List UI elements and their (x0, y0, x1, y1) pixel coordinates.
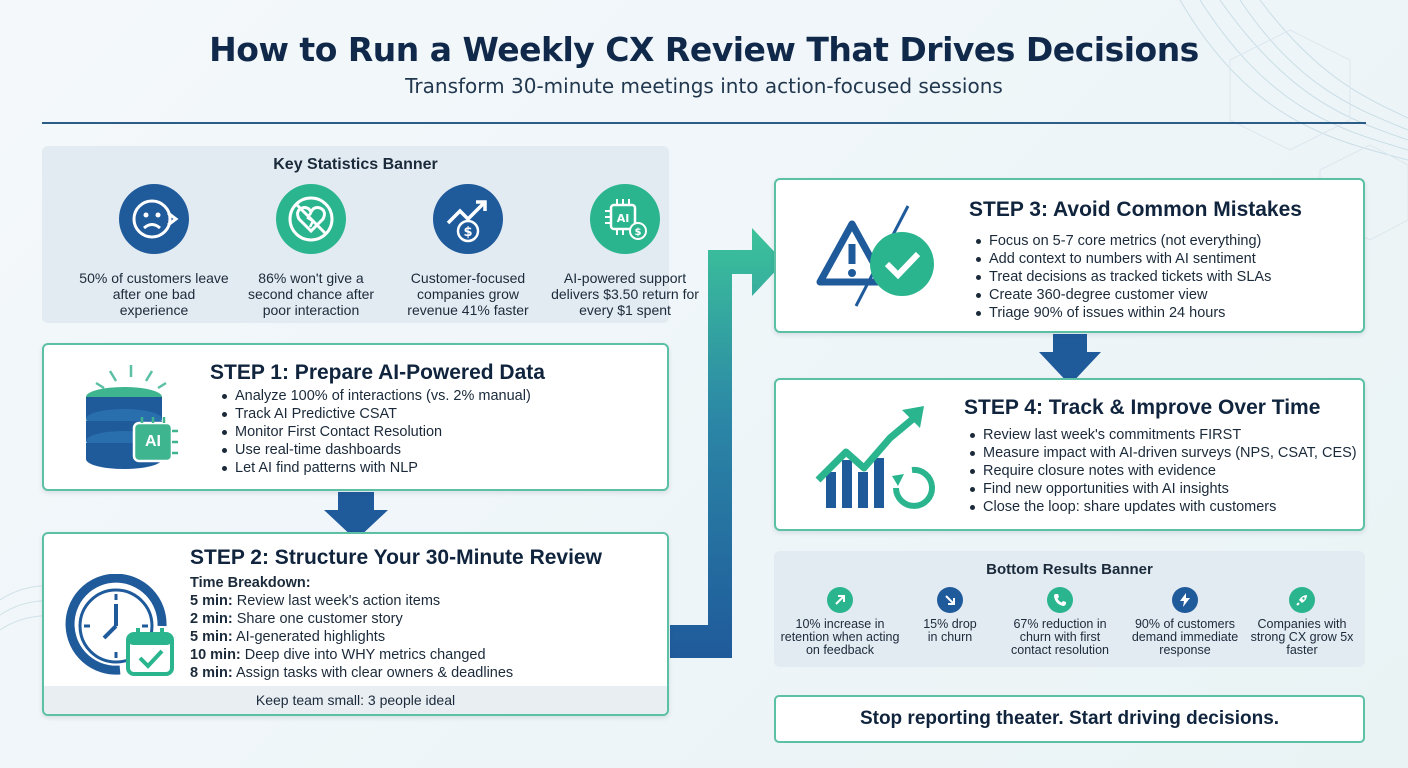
stat-item: 86% won't give a second chance after poo… (236, 184, 386, 318)
time-text: AI-generated highlights (235, 629, 386, 645)
stat-label: AI-powered support delivers $3.50 return… (551, 270, 699, 318)
step1-card: AI STEP 1: Prepare AI-Powered Data Analy… (42, 343, 669, 491)
time-text: Share one customer story (236, 611, 403, 627)
growth-dollar-icon: $ (433, 184, 503, 254)
title-divider (42, 122, 1366, 124)
page-title: How to Run a Weekly CX Review That Drive… (209, 30, 1199, 69)
list-item: Analyze 100% of interactions (vs. 2% man… (220, 387, 531, 405)
warning-check-icon (812, 202, 942, 317)
list-item: 2 min: Share one customer story (190, 610, 513, 628)
list-item: Add context to numbers with AI sentiment (974, 250, 1271, 268)
step3-title: STEP 3: Avoid Common Mistakes (969, 198, 1302, 221)
list-item: Treat decisions as tracked tickets with … (974, 268, 1271, 286)
result-item: 67% reduction in churn with first contac… (1000, 587, 1120, 657)
results-banner-title: Bottom Results Banner (986, 561, 1153, 578)
sad-face-icon (119, 184, 189, 254)
key-statistics-banner: Key Statistics Banner 50% of customers l… (42, 146, 699, 323)
stat-label: Customer-focused companies grow revenue … (407, 270, 529, 318)
time-text: Review last week's action items (236, 593, 441, 609)
result-label: 10% increase in retention when acting on… (780, 617, 900, 657)
growth-chart-icon (812, 400, 942, 517)
list-item: 10 min: Deep dive into WHY metrics chang… (190, 646, 513, 664)
step1-title: STEP 1: Prepare AI-Powered Data (210, 361, 545, 384)
list-item: Review last week's commitments FIRST (968, 426, 1357, 444)
ai-database-icon: AI (76, 359, 186, 479)
result-item: Companies with strong CX grow 5x faster (1244, 587, 1360, 657)
closing-statement: Stop reporting theater. Start driving de… (774, 695, 1365, 743)
list-item: Find new opportunities with AI insights (968, 480, 1357, 498)
svg-text:$: $ (635, 227, 642, 238)
step2-card: STEP 2: Structure Your 30-Minute Review … (42, 532, 669, 716)
time-breakdown-header: Time Breakdown: (190, 575, 311, 591)
arrow-up-right-icon (827, 587, 853, 613)
time-label: 5 min: (190, 629, 233, 645)
result-label: 15% drop in churn (923, 617, 977, 644)
time-label: 8 min: (190, 665, 233, 681)
list-item: Let AI find patterns with NLP (220, 459, 531, 477)
step1-bullets: Analyze 100% of interactions (vs. 2% man… (220, 387, 531, 477)
step2-footer: Keep team small: 3 people ideal (44, 686, 667, 714)
list-item: Require closure notes with evidence (968, 462, 1357, 480)
list-item: Use real-time dashboards (220, 441, 531, 459)
step4-card: STEP 4: Track & Improve Over Time Review… (774, 378, 1365, 531)
stat-item: $ Customer-focused companies grow revenu… (393, 184, 543, 318)
ai-chip-label: AI (145, 433, 161, 450)
result-item: 90% of customers demand immediate respon… (1125, 587, 1245, 657)
time-label: 5 min: (190, 593, 233, 609)
phone-icon (1047, 587, 1073, 613)
stats-banner-title: Key Statistics Banner (273, 156, 438, 173)
arrow-down-right-icon (937, 587, 963, 613)
list-item: 5 min: Review last week's action items (190, 592, 513, 610)
time-label: 10 min: (190, 647, 241, 663)
lightning-icon (1172, 587, 1198, 613)
time-text: Assign tasks with clear owners & deadlin… (235, 665, 514, 681)
list-item: Create 360-degree customer view (974, 286, 1271, 304)
list-item: 5 min: AI-generated highlights (190, 628, 513, 646)
svg-text:$: $ (463, 225, 472, 240)
list-item: 8 min: Assign tasks with clear owners & … (190, 664, 513, 682)
time-breakdown: Time Breakdown: 5 min: Review last week'… (190, 574, 513, 682)
list-item: Measure impact with AI-driven surveys (N… (968, 444, 1357, 462)
list-item: Focus on 5-7 core metrics (not everythin… (974, 232, 1271, 250)
step4-title: STEP 4: Track & Improve Over Time (964, 396, 1321, 419)
clock-calendar-icon (64, 573, 184, 689)
list-item: Monitor First Contact Resolution (220, 423, 531, 441)
svg-text:AI: AI (617, 212, 630, 225)
page-subtitle: Transform 30-minute meetings into action… (405, 74, 1003, 98)
broken-heart-icon (276, 184, 346, 254)
step2-title: STEP 2: Structure Your 30-Minute Review (190, 546, 602, 569)
stat-label: 86% won't give a second chance after poo… (247, 270, 375, 318)
step4-bullets: Review last week's commitments FIRST Mea… (968, 426, 1357, 516)
rocket-icon (1289, 587, 1315, 613)
result-item: 15% drop in churn (900, 587, 1000, 644)
result-label: Companies with strong CX grow 5x faster (1250, 617, 1354, 657)
list-item: Close the loop: share updates with custo… (968, 498, 1357, 516)
time-label: 2 min: (190, 611, 233, 627)
list-item: Triage 90% of issues within 24 hours (974, 304, 1271, 322)
bottom-results-banner: Bottom Results Banner 10% increase in re… (774, 551, 1365, 667)
result-label: 67% reduction in churn with first contac… (1011, 617, 1109, 657)
stat-item: 50% of customers leave after one bad exp… (79, 184, 229, 318)
result-label: 90% of customers demand immediate respon… (1131, 617, 1239, 657)
ai-chip-dollar-icon: AI $ (590, 184, 660, 254)
list-item: Track AI Predictive CSAT (220, 405, 531, 423)
step3-bullets: Focus on 5-7 core metrics (not everythin… (974, 232, 1271, 322)
stat-label: 50% of customers leave after one bad exp… (79, 270, 229, 318)
step3-card: STEP 3: Avoid Common Mistakes Focus on 5… (774, 178, 1365, 333)
result-item: 10% increase in retention when acting on… (780, 587, 900, 657)
time-text: Deep dive into WHY metrics changed (244, 647, 486, 663)
stat-item: AI $ AI-powered support delivers $3.50 r… (550, 184, 700, 318)
